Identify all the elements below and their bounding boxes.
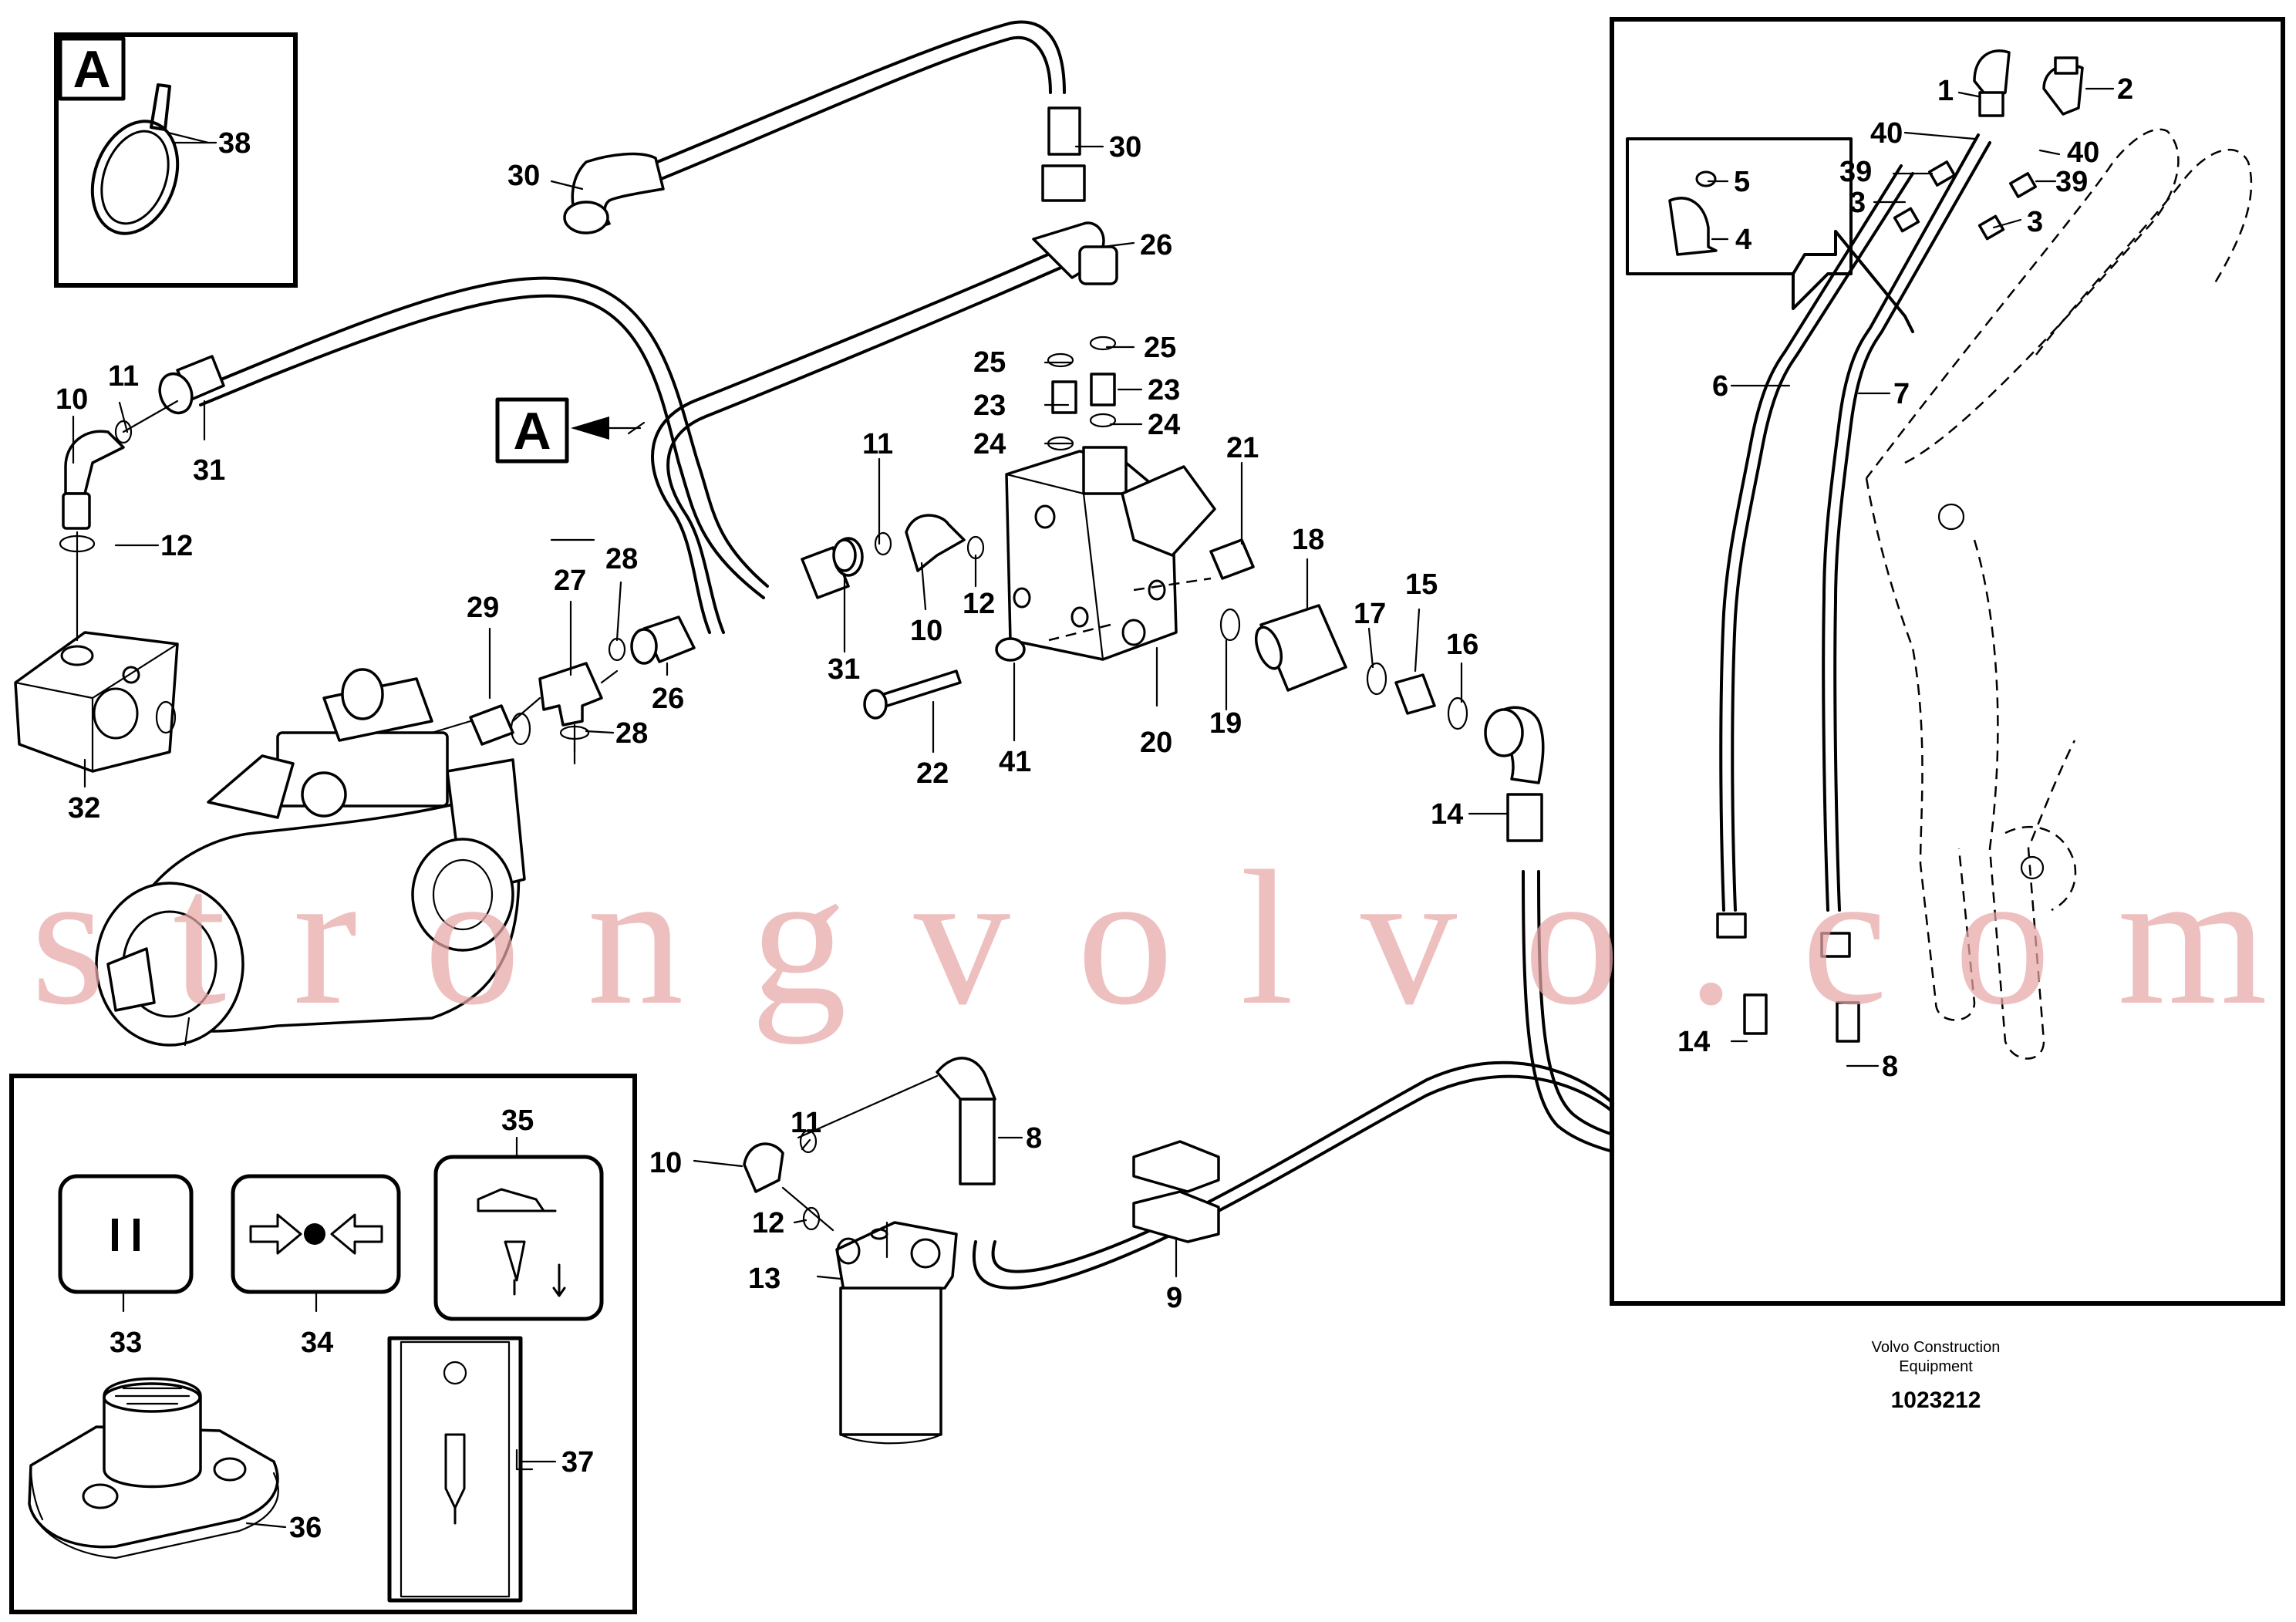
callout-28-bottom: 28: [615, 717, 648, 750]
callout-27: 27: [554, 565, 586, 597]
valve-block: [832, 373, 1436, 720]
callout-39-right: 39: [2055, 166, 2088, 198]
callout-33: 33: [110, 1327, 142, 1359]
title-block: Volvo Construction Equipment 1023212: [1872, 1339, 2001, 1413]
callout-12: 12: [160, 530, 193, 562]
pause-decal-icon: [58, 1174, 194, 1294]
grease-nipple-plate: [28, 1377, 279, 1560]
callout-35: 35: [501, 1104, 534, 1137]
callout-8-right: 8: [1882, 1050, 1898, 1083]
callout-1: 1: [1937, 75, 1954, 107]
callout-10-center: 10: [910, 615, 942, 647]
callout-3-right: 3: [2027, 206, 2043, 238]
callout-18: 18: [1292, 524, 1324, 556]
callout-24-left: 24: [973, 428, 1006, 460]
callout-15: 15: [1405, 568, 1438, 601]
callout-11-center: 11: [862, 428, 893, 460]
callout-31: 31: [193, 454, 225, 487]
callout-23-right: 23: [1148, 374, 1180, 406]
callout-4: 4: [1735, 224, 1752, 256]
callout-10: 10: [56, 383, 88, 416]
callout-2: 2: [2117, 73, 2133, 106]
filter-assembly: [743, 1074, 1220, 1445]
callout-14-right: 14: [1677, 1026, 1710, 1058]
callout-19: 19: [1209, 707, 1242, 740]
callout-9: 9: [1166, 1282, 1182, 1314]
callout-3-left: 3: [1849, 187, 1866, 219]
callout-34: 34: [301, 1327, 333, 1359]
pedal-decal-icon: [433, 1155, 604, 1321]
flange-block: [14, 631, 179, 773]
callout-22: 22: [916, 757, 949, 790]
manufacturer-line-2: Equipment: [1899, 1358, 1973, 1375]
callout-25-left: 25: [973, 346, 1006, 379]
callout-12-center: 12: [963, 588, 995, 620]
callout-21: 21: [1226, 432, 1259, 464]
callout-24-right: 24: [1148, 409, 1180, 441]
decal-legend-box: [9, 1074, 637, 1614]
callout-numbers: 38 11 10 12 31 32 30 30 26 25 25 23 23 2…: [56, 73, 2133, 1544]
callout-30-top: 30: [1109, 131, 1141, 164]
callout-29: 29: [467, 592, 499, 624]
detail-a-label: A: [72, 40, 110, 99]
callout-39-left: 39: [1839, 156, 1872, 188]
drawing-number: 1023212: [1891, 1388, 1981, 1413]
elbow-fitting-left: [62, 400, 179, 642]
callout-31-center: 31: [828, 653, 860, 686]
callout-20: 20: [1140, 727, 1172, 759]
callout-32: 32: [68, 792, 100, 824]
callout-17: 17: [1354, 598, 1386, 630]
boom-detail-box: [1610, 17, 2285, 1306]
callout-5: 5: [1734, 166, 1750, 198]
callout-11: 11: [108, 360, 139, 393]
callout-23-left: 23: [973, 389, 1006, 422]
callout-11-bottom: 11: [791, 1107, 821, 1139]
callout-16: 16: [1446, 629, 1478, 661]
detail-a-box: A: [54, 32, 298, 288]
callout-12-bottom: 12: [752, 1207, 784, 1239]
hydraulic-pump: [95, 668, 526, 1047]
callout-40-right: 40: [2067, 137, 2099, 169]
callout-38: 38: [218, 127, 251, 160]
callout-26: 26: [652, 683, 684, 715]
detail-a-ref-label: A: [513, 402, 551, 460]
detail-a-reference: A: [495, 397, 642, 464]
callout-8-bottom: 8: [1026, 1122, 1042, 1155]
manufacturer-line-1: Volvo Construction: [1872, 1339, 2001, 1356]
leader-lines: [72, 87, 2115, 1529]
callout-28-top: 28: [605, 543, 638, 575]
callout-36: 36: [289, 1512, 322, 1544]
callout-7: 7: [1893, 378, 1910, 410]
hose-fittings: [158, 106, 1545, 1185]
callout-40-left: 40: [1870, 117, 1903, 150]
callout-41: 41: [999, 746, 1031, 778]
cable-tie-icon: [90, 83, 210, 235]
callout-37: 37: [561, 1446, 594, 1479]
callout-14: 14: [1431, 798, 1463, 831]
callout-10-bottom: 10: [649, 1147, 682, 1179]
tee-fitting: [430, 662, 619, 765]
callout-25-right: 25: [1144, 332, 1176, 364]
callout-30: 30: [507, 160, 540, 192]
callout-26-top: 26: [1140, 229, 1172, 261]
callout-13: 13: [748, 1263, 781, 1295]
callout-6: 6: [1712, 370, 1728, 403]
